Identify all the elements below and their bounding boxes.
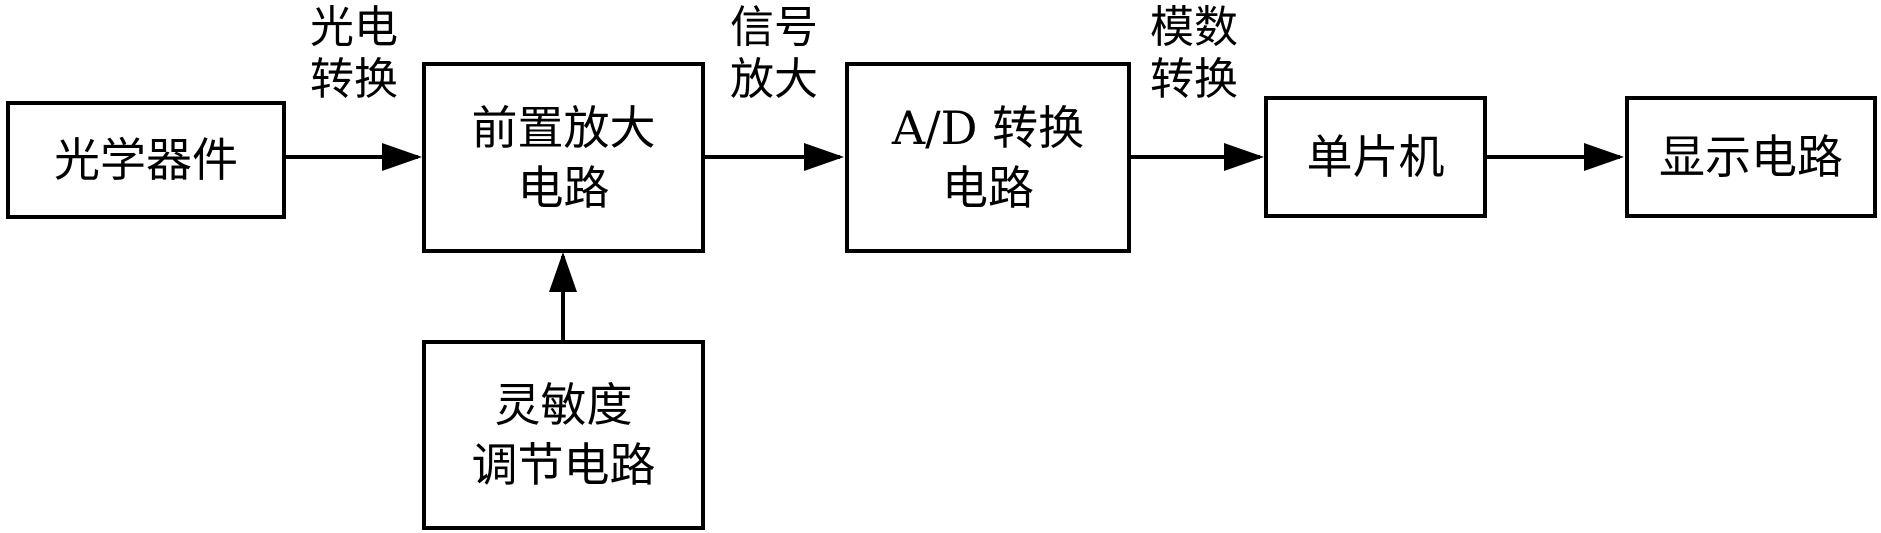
- edge-label-photoelectric-conversion: 光电 转换: [296, 2, 412, 106]
- block-ad-conversion-label-line1: A/D 转换: [891, 100, 1085, 155]
- block-preamp-circuit-label-line1: 前置放大: [471, 100, 656, 155]
- edge-label-signal-amp-line1: 信号: [730, 2, 818, 53]
- edge-label-photoelectric-line2: 转换: [310, 54, 398, 105]
- block-display-circuit-label: 显示电路: [1659, 130, 1843, 184]
- edge-label-photoelectric-line1: 光电: [310, 2, 398, 53]
- edge-label-signal-amplification: 信号 放大: [716, 2, 832, 106]
- block-ad-conversion-circuit: A/D 转换 电路: [845, 62, 1131, 253]
- edge-label-signal-amp-line2: 放大: [730, 54, 818, 105]
- block-sensitivity-label-line2: 调节电路: [471, 438, 656, 492]
- block-sensitivity-label-line1: 灵敏度: [494, 378, 633, 432]
- edge-label-analog-conv-line2: 转换: [1150, 54, 1238, 105]
- edge-label-analog-digital-conversion: 模数 转换: [1136, 2, 1252, 106]
- block-preamp-circuit: 前置放大 电路: [422, 62, 705, 253]
- block-preamp-circuit-label-line2: 电路: [517, 160, 610, 215]
- edge-label-analog-conv-line1: 模数: [1150, 2, 1238, 53]
- block-microcontroller: 单片机: [1264, 96, 1487, 218]
- block-display-circuit: 显示电路: [1625, 96, 1877, 218]
- block-optical-device: 光学器件: [6, 101, 286, 219]
- block-optical-device-label: 光学器件: [54, 133, 238, 187]
- block-sensitivity-adjust-circuit: 灵敏度 调节电路: [422, 340, 705, 530]
- block-microcontroller-label: 单片机: [1306, 130, 1445, 184]
- block-ad-conversion-label-line2: 电路: [942, 160, 1034, 215]
